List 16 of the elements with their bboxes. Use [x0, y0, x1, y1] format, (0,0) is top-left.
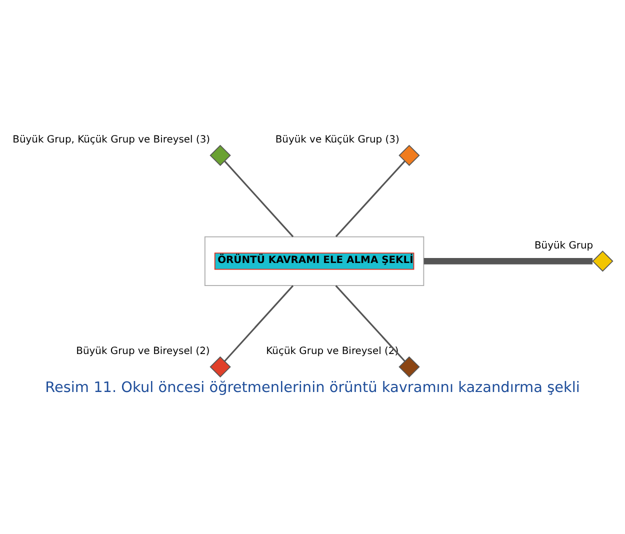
node-box: ÖRÜNTÜ KAVRAMI ELE ALMA ŞEKLİ — [204, 236, 424, 286]
connector — [224, 284, 294, 362]
node-label: Büyük Grup ve Bireysel (2) — [76, 346, 210, 357]
node-diamond — [592, 250, 614, 272]
caption: Resim 11. Okul öncesi öğretmenlerinin örüntü kavramını kazandırma şekli — [45, 380, 580, 396]
node-diamond — [210, 144, 231, 166]
node-label: Büyük Grup, Küçük Grup ve Bireysel (3) — [12, 134, 210, 146]
node-diamond — [398, 144, 420, 166]
connector — [424, 258, 593, 264]
node-label: Büyük Grup — [534, 240, 594, 251]
node-diamond — [210, 356, 231, 378]
connector — [224, 160, 294, 237]
node-label: Büyük ve Küçük Grup (3) — [275, 134, 400, 146]
connector — [335, 284, 406, 362]
connector — [335, 160, 406, 237]
node-diamond — [398, 356, 420, 378]
